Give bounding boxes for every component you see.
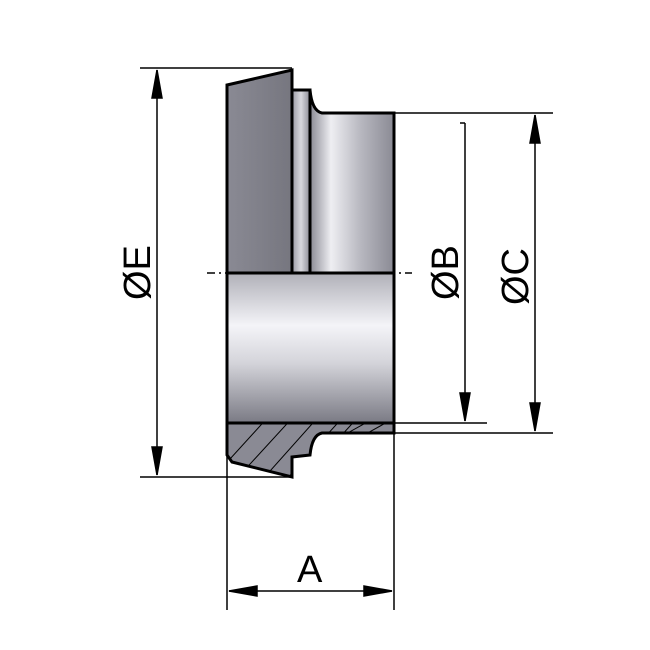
- label-tube-diameter: ØC: [495, 248, 537, 305]
- dimension-outer-diameter: [140, 67, 292, 478]
- label-length: A: [297, 549, 323, 591]
- dimension-tube-diameter: [394, 114, 553, 434]
- hatched-wall-section: [225, 421, 396, 479]
- flange-upper-view: [225, 68, 396, 275]
- tube-section: [308, 89, 396, 275]
- label-bore-diameter: ØB: [425, 245, 467, 300]
- bore-surface: [225, 271, 396, 425]
- flange-lower-section: [225, 271, 396, 479]
- dimension-length: [226, 433, 395, 610]
- label-outer-diameter: ØE: [117, 245, 159, 300]
- dimension-bore-diameter: [394, 112, 553, 424]
- flange-collar: [225, 68, 294, 275]
- flange-step: [290, 88, 312, 275]
